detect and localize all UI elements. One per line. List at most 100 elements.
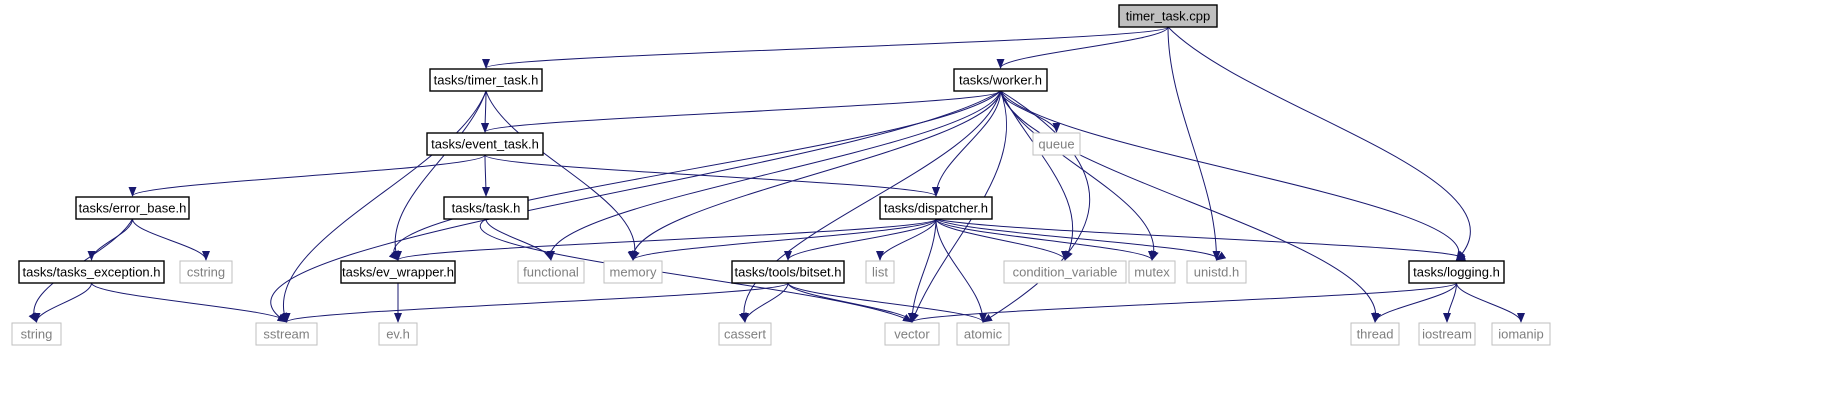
edge-worker_h-to-atomic [982,90,1091,323]
node-timer-task-cpp[interactable]: timer_task.cpp [1118,4,1218,28]
edge-dispatcher_h-to-bitset_h [784,218,937,261]
edge-event_task_h-to-dispatcher_h [484,154,940,197]
node-label: iostream [1422,327,1472,342]
node-condition-variable: condition_variable [1003,260,1127,284]
dependency-nodes: timer_task.cpp tasks/timer_task.h tasks/wo… [11,4,1551,346]
edge-worker_h-to-sstream [270,90,1001,323]
edge-worker_h-to-dispatcher_h [932,90,1001,197]
node-label: tasks/timer_task.h [434,73,539,88]
node-tasks-exception-h[interactable]: tasks/tasks_exception.h [18,260,165,284]
node-box [1032,132,1081,156]
edge-timer_task_h-to-ev_wrapper_h [391,90,487,261]
node-box [179,260,233,284]
node-label: condition_variable [1013,265,1118,280]
node-ev-h: ev.h [378,322,418,346]
node-queue: queue [1032,132,1081,156]
node-label: unistd.h [1194,265,1240,280]
node-label: string [21,327,53,342]
edge-dispatcher_h-to-list [876,218,937,261]
node-label: tasks/tools/bitset.h [735,265,842,280]
edge-worker_h-to-event_task_h [481,90,1001,133]
node-box [1003,260,1127,284]
node-box [18,260,165,284]
node-cstring: cstring [179,260,233,284]
edge-worker_h-to-thread [1000,90,1382,323]
node-label: mutex [1134,265,1170,280]
node-box [956,322,1010,346]
node-error-base-h[interactable]: tasks/error_base.h [75,196,190,220]
node-box [865,260,895,284]
node-label: functional [523,265,579,280]
edge-dispatcher_h-to-memory [629,218,937,261]
edge-dispatcher_h-to-unistd_h [935,218,1227,261]
node-box [884,322,940,346]
node-label: vector [894,327,930,342]
edge-worker_h-to-functional [544,90,1001,261]
node-logging-h[interactable]: tasks/logging.h [1408,260,1505,284]
edge-bitset_h-to-sstream [282,282,789,323]
node-label: tasks/error_base.h [79,201,187,216]
node-cassert: cassert [718,322,772,346]
node-box [11,322,62,346]
node-iomanip: iomanip [1491,322,1551,346]
node-event-task-h[interactable]: tasks/event_task.h [426,132,544,156]
node-label: cstring [187,265,225,280]
node-functional: functional [517,260,585,284]
node-timer-task-h[interactable]: tasks/timer_task.h [429,68,543,92]
dependency-edges [28,26,1525,323]
node-box [429,68,543,92]
node-box [1491,322,1551,346]
node-box [517,260,585,284]
node-box [1186,260,1247,284]
node-atomic: atomic [956,322,1010,346]
edge-dispatcher_h-to-atomic [935,218,987,323]
edge-dispatcher_h-to-logging_h [935,218,1467,262]
node-box [443,196,529,220]
edge-timer_task_h-to-event_task_h [481,90,490,133]
node-task-h[interactable]: tasks/task.h [443,196,529,220]
node-thread: thread [1350,322,1400,346]
node-label: queue [1038,137,1074,152]
node-box [718,322,772,346]
edge-timer_task_cpp-to-timer_task_h [482,26,1169,69]
node-iostream: iostream [1418,322,1476,346]
edge-tasks_exception_h-to-string [32,282,92,323]
edge-timer_task_cpp-to-worker_h [996,26,1169,69]
edge-timer_task_h-to-sstream [279,90,487,323]
node-ev-wrapper-h[interactable]: tasks/ev_wrapper.h [340,260,456,284]
node-label: cassert [724,327,766,342]
node-label: tasks/event_task.h [431,137,539,152]
node-label: list [872,265,888,280]
node-box [426,132,544,156]
node-box [879,196,993,220]
edge-timer_task_h-to-memory [485,90,640,261]
edge-error_base_h-to-cstring [132,218,210,261]
edge-task_h-to-functional [485,218,555,261]
node-label: memory [610,265,657,280]
node-label: tasks/logging.h [1413,265,1500,280]
edge-error_base_h-to-tasks_exception_h [87,218,133,261]
edge-bitset_h-to-vector [787,282,916,323]
edge-dispatcher_h-to-ev_wrapper_h [394,218,937,261]
edge-bitset_h-to-cassert [741,282,789,323]
node-worker-h[interactable]: tasks/worker.h [953,68,1048,92]
edge-dispatcher_h-to-mutex [935,218,1156,261]
node-box [1118,4,1218,28]
edge-worker_h-to-ev_wrapper_h [388,90,1001,261]
edge-dispatcher_h-to-condition_variable [935,218,1069,261]
edge-logging_h-to-thread [1371,282,1457,323]
edge-bitset_h-to-atomic [787,282,987,323]
node-string: string [11,322,62,346]
node-sstream: sstream [255,322,318,346]
node-list: list [865,260,895,284]
node-box [1418,322,1476,346]
edge-event_task_h-to-task_h [481,154,490,197]
edge-tasks_exception_h-to-sstream [91,282,291,323]
node-box [1408,260,1505,284]
node-box [75,196,190,220]
node-bitset-h[interactable]: tasks/tools/bitset.h [731,260,845,284]
edge-event_task_h-to-error_base_h [128,154,486,197]
node-dispatcher-h[interactable]: tasks/dispatcher.h [879,196,993,220]
node-label: tasks/tasks_exception.h [22,265,160,280]
